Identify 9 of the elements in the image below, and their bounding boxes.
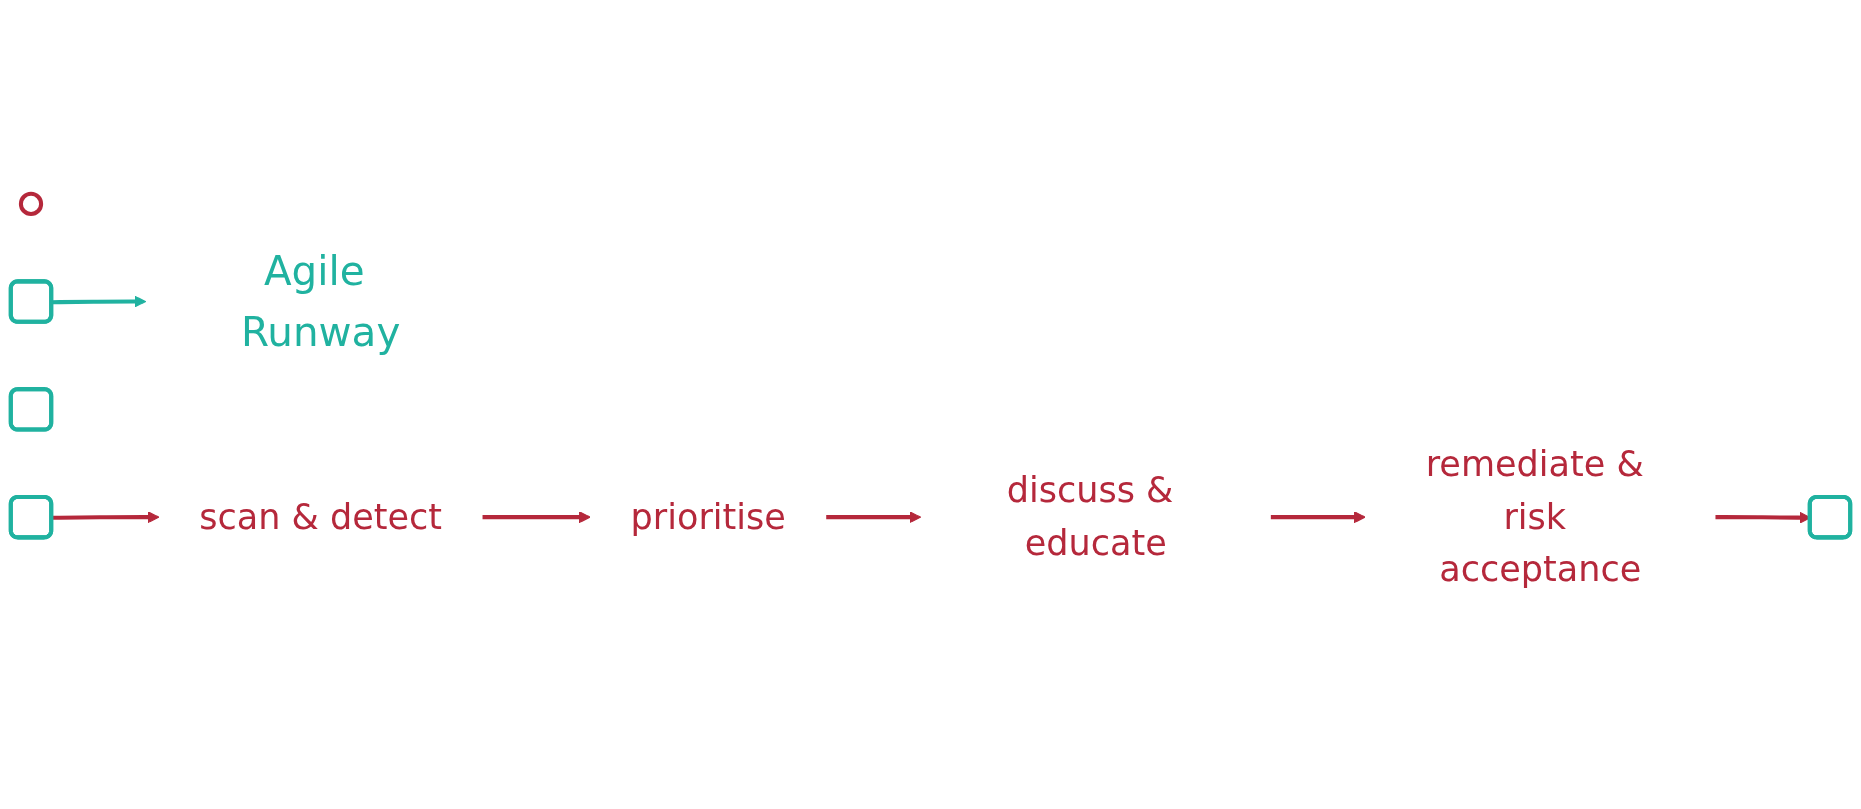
arrow — [1270, 510, 1366, 523]
node-text: discuss & educate — [1006, 469, 1174, 563]
node-person — [18, 191, 44, 216]
arrow — [826, 510, 922, 523]
node-text: prioritise — [630, 495, 786, 537]
arrow — [482, 510, 591, 523]
node-text: Agile Runway — [241, 247, 401, 355]
node-text: scan & detect — [199, 495, 443, 537]
node-text: remediate & risk acceptance — [1425, 443, 1644, 589]
